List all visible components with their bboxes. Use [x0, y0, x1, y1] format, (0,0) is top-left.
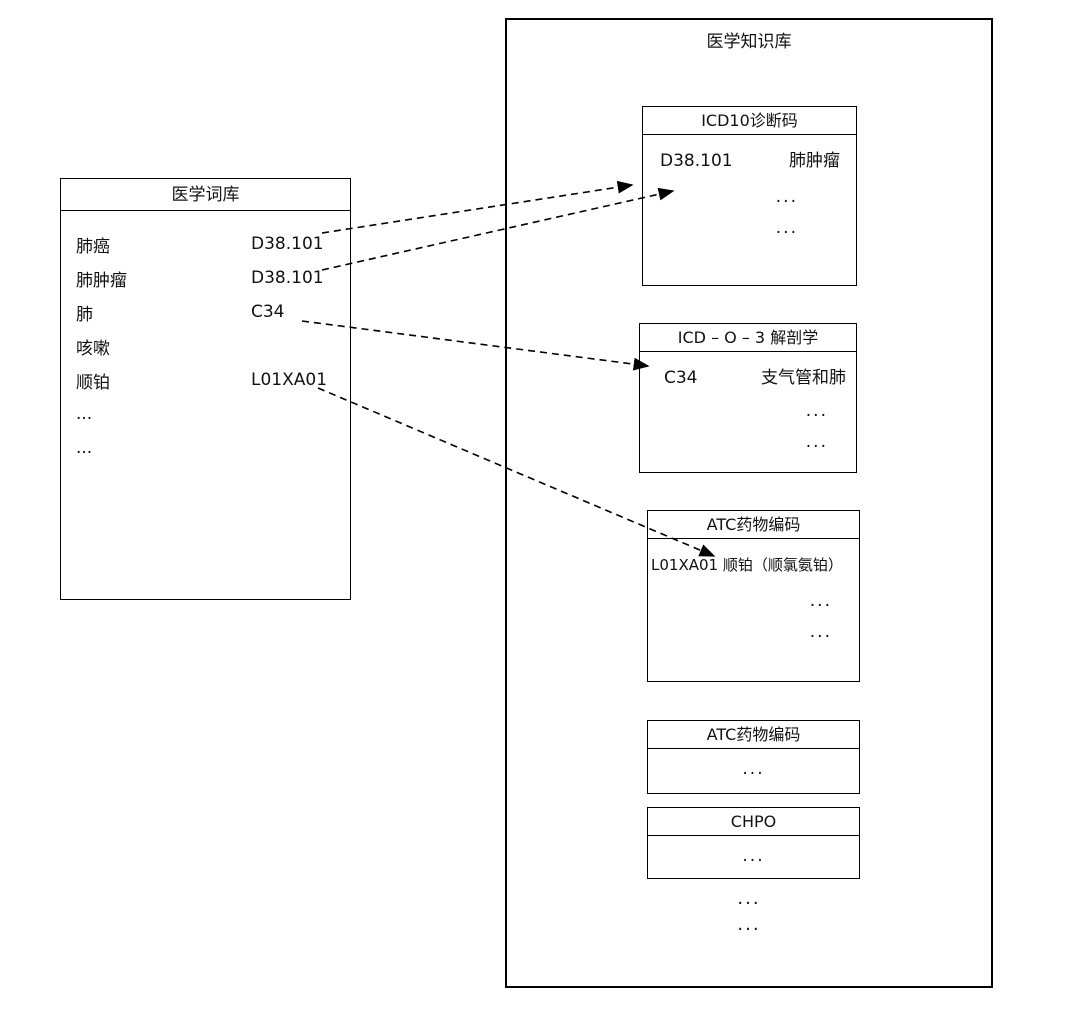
knowledge-base-container: 医学知识库 ICD10诊断码 D38.101 肺肿瘤 ... ... ICD –… [505, 18, 993, 988]
atc2-ellipsis-row: ... [742, 759, 765, 779]
icdo3-box: ICD – O – 3 解剖学 C34 支气管和肺 ... ... [639, 323, 857, 473]
vocab-row: ... [76, 397, 335, 431]
icdo3-code: C34 [664, 368, 698, 388]
atc-ellipsis-row: ... [809, 622, 832, 642]
kb-ellipsis: ... [737, 914, 761, 935]
vocab-term: 肺肿瘤 [76, 270, 127, 291]
vocab-term: ... [76, 404, 93, 424]
chpo-box-body: ... [648, 836, 859, 868]
vocab-term: 顺铂 [76, 372, 110, 393]
kb-ellipsis: ... [737, 888, 761, 909]
vocab-code: D38.101 [251, 268, 324, 288]
atc-box-1-title: ATC药物编码 [648, 511, 859, 539]
icdo3-ellipsis-row: ... [805, 401, 828, 421]
vocab-term: 咳嗽 [76, 338, 110, 359]
icd10-row: D38.101 肺肿瘤 [660, 149, 840, 173]
vocab-row: 咳嗽 [76, 329, 335, 363]
vocab-term: 肺 [76, 304, 93, 325]
atc-box-2-body: ... [648, 749, 859, 781]
atc-box-2: ATC药物编码 ... [647, 720, 860, 794]
vocab-code: L01XA01 [251, 370, 328, 390]
vocab-box-body: 肺癌 D38.101 肺肿瘤 D38.101 肺 C34 咳嗽 顺铂 L01XA… [61, 211, 350, 465]
chpo-ellipsis-row: ... [742, 846, 765, 866]
icd10-box-title: ICD10诊断码 [643, 107, 856, 135]
vocab-term: ... [76, 438, 93, 458]
vocab-row: 肺癌 D38.101 [76, 227, 335, 261]
icdo3-ellipsis-row: ... [805, 432, 828, 452]
chpo-box: CHPO ... [647, 807, 860, 879]
atc-ellipsis-row: ... [809, 591, 832, 611]
atc-entry: L01XA01 顺铂（顺氯氨铂） [651, 556, 843, 574]
vocab-term: 肺癌 [76, 236, 110, 257]
icdo3-box-title: ICD – O – 3 解剖学 [640, 324, 856, 352]
knowledge-base-title: 医学知识库 [706, 32, 792, 52]
atc-box-1: ATC药物编码 L01XA01 顺铂（顺氯氨铂） ... ... [647, 510, 860, 682]
icd10-code: D38.101 [660, 151, 733, 171]
vocab-code: D38.101 [251, 234, 324, 254]
icd10-label: 肺肿瘤 [789, 151, 840, 171]
vocab-box-title: 医学词库 [61, 179, 350, 211]
vocab-code: C34 [251, 302, 285, 322]
vocab-row: 肺 C34 [76, 295, 335, 329]
atc-box-2-title: ATC药物编码 [648, 721, 859, 749]
vocab-row: ... [76, 431, 335, 465]
atc-box-1-body: L01XA01 顺铂（顺氯氨铂） ... ... [648, 539, 859, 644]
icdo3-box-body: C34 支气管和肺 ... ... [640, 352, 856, 454]
chpo-box-title: CHPO [648, 808, 859, 836]
icd10-ellipsis-row: ... [775, 218, 798, 238]
vocab-box: 医学词库 肺癌 D38.101 肺肿瘤 D38.101 肺 C34 咳嗽 顺铂 … [60, 178, 351, 600]
icd10-box-body: D38.101 肺肿瘤 ... ... [643, 135, 856, 240]
vocab-row: 肺肿瘤 D38.101 [76, 261, 335, 295]
icdo3-label: 支气管和肺 [761, 368, 846, 388]
icd10-box: ICD10诊断码 D38.101 肺肿瘤 ... ... [642, 106, 857, 286]
icdo3-row: C34 支气管和肺 [664, 366, 846, 390]
icd10-ellipsis-row: ... [775, 187, 798, 207]
vocab-row: 顺铂 L01XA01 [76, 363, 335, 397]
